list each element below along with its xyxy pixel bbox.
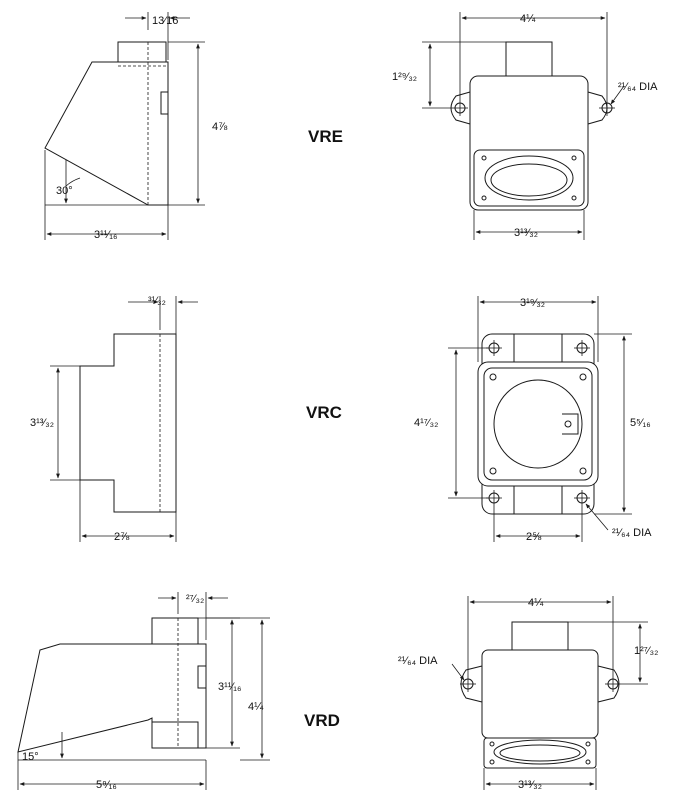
vre-hole-height-label: 1²⁹⁄₃₂ bbox=[392, 71, 417, 83]
vrd-inner-height-label: 3¹¹⁄₁₆ bbox=[218, 681, 241, 693]
vre-width-label: 3¹¹⁄₁₆ bbox=[94, 229, 117, 241]
vrd-hole-dia-label: ²¹⁄₆₄ DIA bbox=[398, 655, 438, 667]
vrd-front-view bbox=[451, 596, 648, 790]
vrc-width-label: 2⅞ bbox=[114, 531, 130, 543]
vrc-bottom-width-label: 2⅝ bbox=[526, 531, 542, 543]
vrd-height-label: 4¼ bbox=[248, 701, 264, 713]
vrc-inner-height-label: 4¹⁷⁄₃₂ bbox=[414, 417, 438, 429]
vrd-bottom-width-label: 3¹³⁄₃₂ bbox=[518, 779, 542, 790]
vre-bottom-width-label: 3¹³⁄₃₂ bbox=[514, 227, 538, 239]
vrd-width-label: 5⁹⁄₁₆ bbox=[96, 779, 117, 790]
vre-hole-dia-label: ²¹⁄₆₄ DIA bbox=[618, 81, 658, 93]
vrc-front-width-label: 3¹⁹⁄₃₂ bbox=[520, 297, 545, 309]
vre-height-label: 4⅞ bbox=[212, 121, 228, 133]
vrd-model-label: VRD bbox=[304, 711, 340, 730]
vrc-hole-dia-label: ²¹⁄₆₄ DIA bbox=[612, 527, 652, 539]
vrc-top-offset-label: ³¹⁄₃₂ bbox=[148, 295, 166, 307]
vre-angle-label: 30° bbox=[56, 185, 73, 197]
vrd-angle-label: 15° bbox=[22, 751, 39, 763]
vre-model-label: VRE bbox=[308, 127, 343, 146]
vrc-side-view bbox=[50, 296, 198, 542]
vre-front-view bbox=[422, 12, 625, 240]
vrc-outer-height-label: 5⁵⁄₁₆ bbox=[630, 417, 651, 429]
vre-side-view bbox=[44, 12, 205, 240]
vrd-top-offset-label: ²⁷⁄₃₂ bbox=[186, 593, 204, 605]
vre-top-offset-label: 13⁄16 bbox=[152, 15, 178, 27]
vrc-height-label: 3¹³⁄₃₂ bbox=[30, 417, 54, 429]
vrc-model-label: VRC bbox=[306, 403, 342, 422]
vrd-side-view bbox=[17, 592, 270, 790]
vre-front-width-label: 4¼ bbox=[520, 13, 536, 25]
vrd-front-width-label: 4¼ bbox=[528, 597, 544, 609]
vrc-front-view bbox=[448, 296, 632, 542]
vrd-hole-height-label: 1²⁷⁄₃₂ bbox=[634, 645, 658, 657]
